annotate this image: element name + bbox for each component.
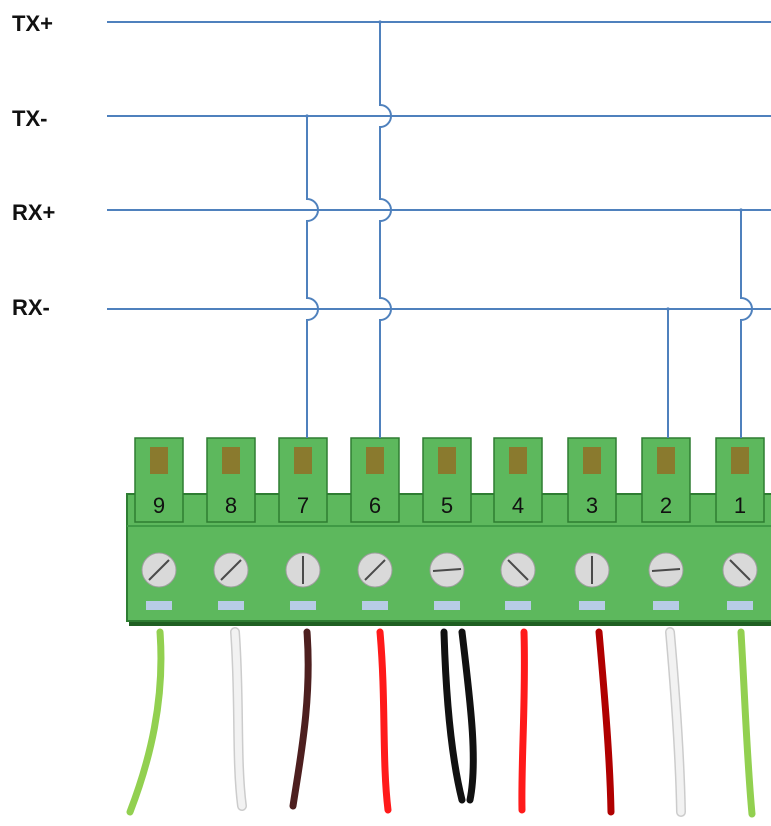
signal-bus-lines — [107, 20, 771, 438]
terminal-pin-8: 8 — [206, 437, 256, 610]
screw-slot — [148, 559, 170, 581]
wire-pin-2 — [666, 628, 685, 816]
wire-pin-3 — [595, 628, 615, 816]
wire-pin-4 — [518, 628, 528, 814]
screw-slot — [507, 559, 529, 581]
wire-pin-6 — [376, 628, 392, 814]
junction-dot — [378, 20, 382, 24]
screw-slot — [432, 568, 462, 572]
terminal-pin-3: 3 — [567, 437, 617, 610]
signal-labels: TX+ TX- RX+ RX- — [12, 11, 55, 320]
terminal-pin-9: 9 — [134, 437, 184, 610]
pin-number-label: 3 — [586, 493, 598, 518]
wire-pin-9 — [126, 628, 165, 816]
pin-number-label: 2 — [660, 493, 672, 518]
screw-slot — [220, 559, 242, 581]
screw-slot — [364, 559, 386, 581]
signal-label-rx-minus: RX- — [12, 295, 50, 320]
junction-dot — [739, 208, 743, 212]
wire-entry-slot — [434, 601, 460, 610]
wire-entry-slot — [290, 601, 316, 610]
wire-entry-slot — [653, 601, 679, 610]
pin-indicator — [731, 447, 749, 474]
pin-indicator — [294, 447, 312, 474]
pin-indicator — [583, 447, 601, 474]
wire-entry-slot — [218, 601, 244, 610]
wire-leads — [126, 627, 756, 818]
pin-indicator — [657, 447, 675, 474]
pin-indicator — [509, 447, 527, 474]
terminal-pin-4: 4 — [493, 437, 543, 610]
terminal-pin-6: 6 — [350, 437, 400, 610]
pin-indicator — [438, 447, 456, 474]
drop-line-pin-1 — [740, 210, 753, 438]
signal-label-tx-minus: TX- — [12, 106, 47, 131]
pin-number-label: 1 — [734, 493, 746, 518]
wire-pin-1 — [737, 628, 756, 818]
drop-line-pin-6 — [379, 22, 392, 438]
junction-dot — [305, 114, 309, 118]
pin-indicator — [150, 447, 168, 474]
wire-pin-7 — [289, 628, 312, 810]
pin-number-label: 8 — [225, 493, 237, 518]
screw-slot — [729, 559, 751, 581]
wire-entry-slot — [362, 601, 388, 610]
wire-entry-slot — [579, 601, 605, 610]
terminal-pin-1: 1 — [715, 437, 765, 610]
pin-indicator — [366, 447, 384, 474]
pin-number-label: 6 — [369, 493, 381, 518]
wire-entry-slot — [727, 601, 753, 610]
junction-dot — [666, 307, 670, 311]
pin-number-label: 4 — [512, 493, 524, 518]
terminal-pin-7: 7 — [278, 437, 328, 610]
signal-label-rx-plus: RX+ — [12, 200, 55, 225]
terminal-pin-2: 2 — [641, 437, 691, 610]
pin-number-label: 9 — [153, 493, 165, 518]
screw-slot — [651, 568, 681, 572]
wire-pin-5-second-strand — [458, 628, 477, 804]
wire-entry-slot — [146, 601, 172, 610]
terminal-pin-5: 5 — [422, 437, 472, 610]
wire-pin-8 — [231, 628, 246, 810]
pin-number-label: 5 — [441, 493, 453, 518]
pin-number-label: 7 — [297, 493, 309, 518]
wire-pin-5 — [440, 628, 466, 804]
signal-label-tx-plus: TX+ — [12, 11, 53, 36]
drop-line-pin-7 — [306, 116, 319, 438]
pin-indicator — [222, 447, 240, 474]
wire-entry-slot — [505, 601, 531, 610]
terminal-block: 9 8 7 6 5 4 3 2 1 — [126, 437, 771, 626]
